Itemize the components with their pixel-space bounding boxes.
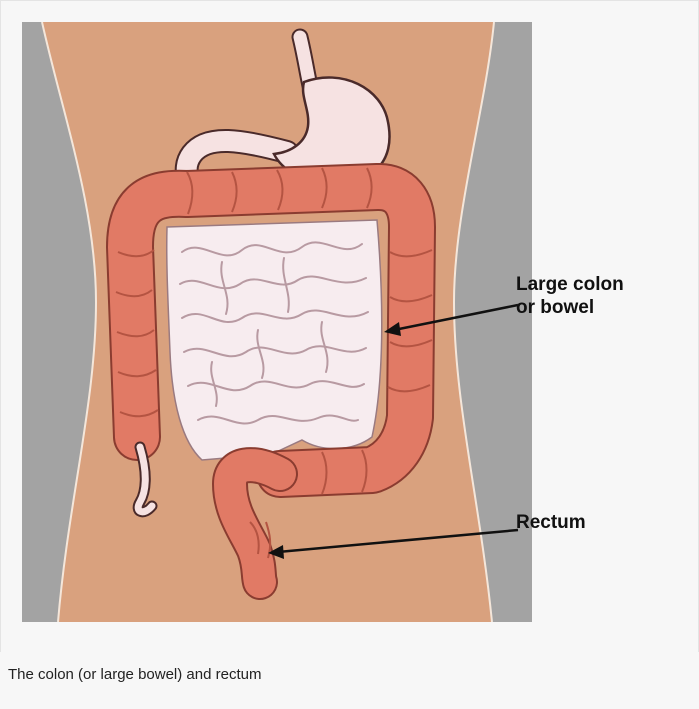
small-intestine <box>167 220 382 460</box>
anatomy-diagram <box>22 22 532 622</box>
large-colon-label-line-1: Large colon <box>516 273 624 296</box>
large-colon-label: Large colon or bowel <box>516 273 624 319</box>
caption-bar: The colon (or large bowel) and rectum <box>0 652 699 709</box>
diagram-illustration <box>22 22 532 622</box>
caption-text: The colon (or large bowel) and rectum <box>8 666 261 683</box>
rectum-label: Rectum <box>516 511 586 534</box>
large-colon-label-line-2: or bowel <box>516 296 624 319</box>
